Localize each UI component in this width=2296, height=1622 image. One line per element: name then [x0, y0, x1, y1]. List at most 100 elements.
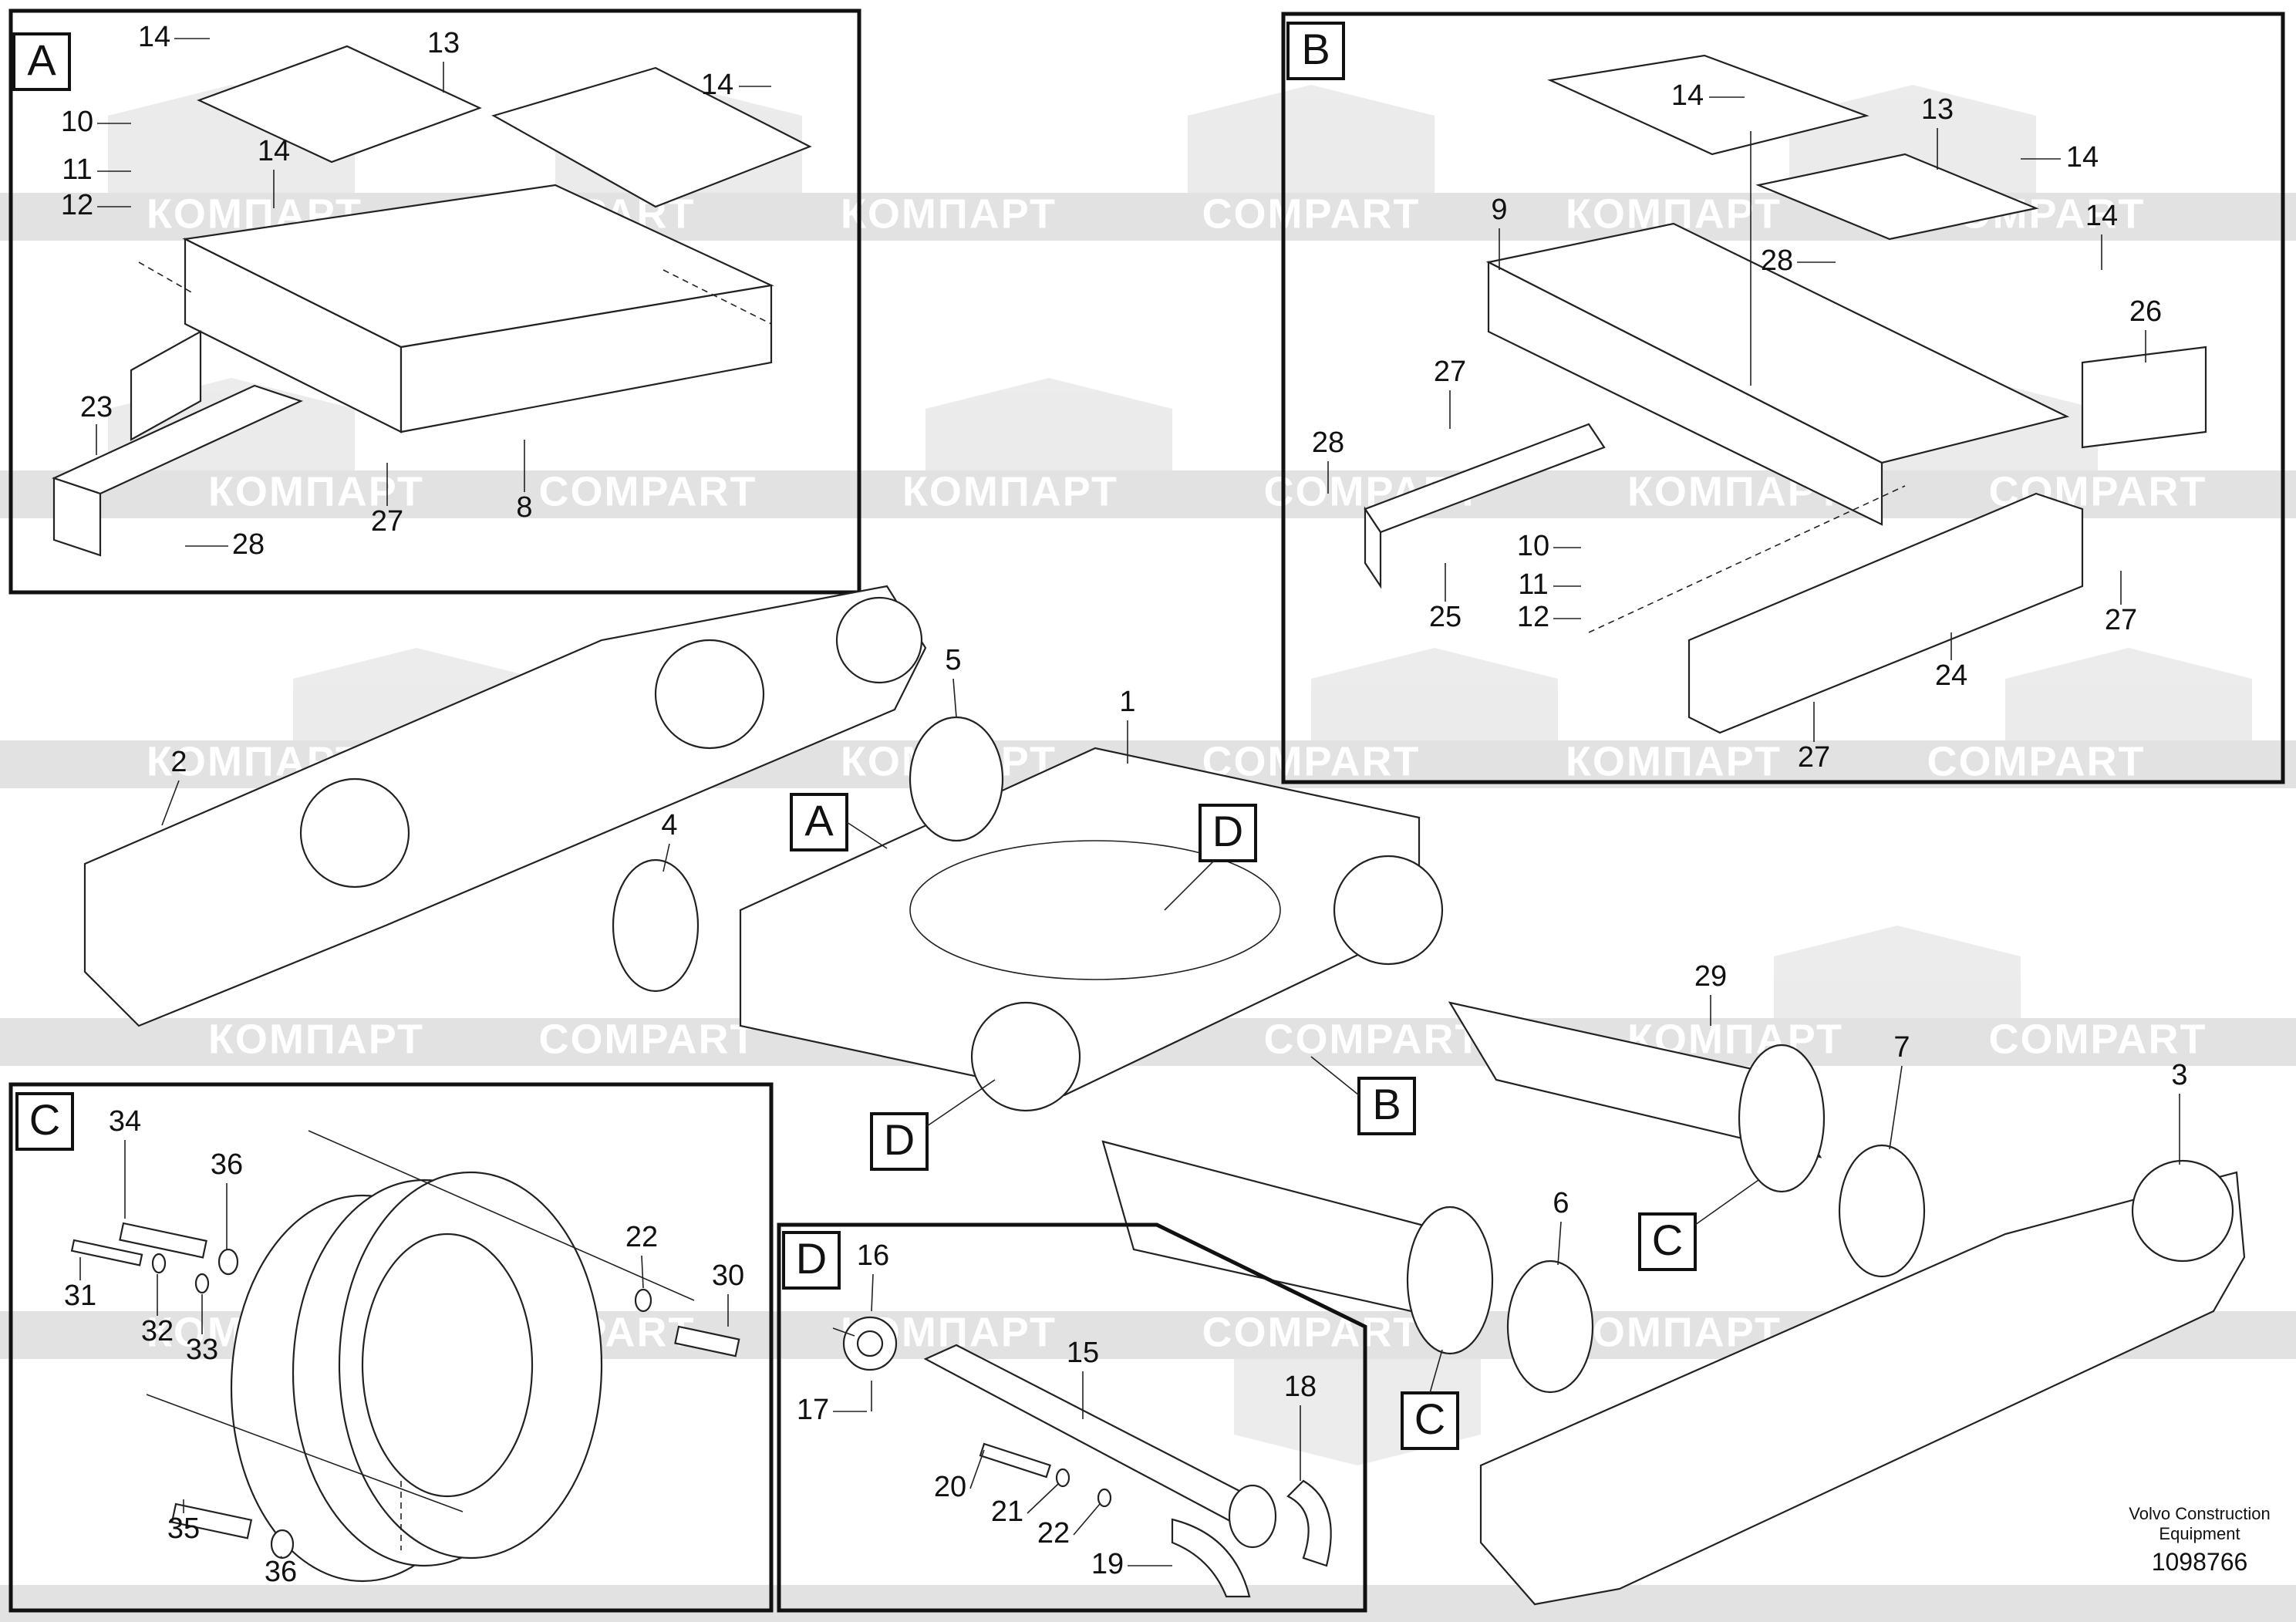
callout-c-lower: C — [1414, 1394, 1445, 1443]
label-main-1: 1 — [1119, 686, 1135, 718]
label-a-14b: 14 — [701, 69, 733, 101]
washer-22 — [634, 1288, 652, 1313]
watermark-word: COMPART — [1927, 738, 2146, 784]
cover-plate-right — [491, 66, 812, 208]
panel-c: C 34 36 31 32 33 22 30 — [8, 1082, 774, 1613]
clamp-18 — [1286, 1479, 1332, 1567]
bracket-left — [130, 330, 202, 441]
panel-c-labels: 34 36 31 32 33 22 30 35 36 — [64, 1105, 744, 1588]
label-d-22: 22 — [1037, 1517, 1070, 1549]
panel-b-leaders — [1327, 96, 2146, 742]
watermark-word: КОМПАРТ — [902, 468, 1118, 514]
drum-bore — [361, 1233, 534, 1498]
ring-7 — [1838, 1144, 1926, 1278]
label-c-34: 34 — [109, 1105, 141, 1138]
panel-c-tag-box — [15, 1092, 74, 1151]
footer: Volvo Construction Equipment 1098766 — [2129, 1504, 2270, 1576]
callout-b-box — [1357, 1077, 1416, 1135]
label-main-5: 5 — [945, 644, 961, 676]
label-c-36a: 36 — [211, 1148, 243, 1181]
label-a-11: 11 — [62, 153, 92, 186]
label-b-27c: 27 — [1798, 741, 1830, 774]
label-b-11: 11 — [1518, 568, 1548, 601]
bolt-20 — [979, 1442, 1051, 1479]
panel-c-frame — [8, 1082, 774, 1613]
watermark-word: КОМПАРТ — [1566, 1309, 1782, 1355]
watermark-word: COMPART — [1202, 738, 1421, 784]
label-a-28: 28 — [232, 528, 265, 561]
side-frame-3-ring — [2131, 1159, 2234, 1263]
cover-14-plate — [1547, 54, 1870, 156]
panel-b-tag: B — [1301, 25, 1330, 73]
label-b-26: 26 — [2129, 295, 2162, 328]
panel-b-labels: 14 13 14 9 14 28 26 27 28 10 11 12 25 27… — [1312, 79, 2162, 774]
panel-c-tag: C — [29, 1095, 60, 1144]
panel-b: B 14 13 14 9 14 28 26 27 28 10 11 12 — [1281, 12, 2285, 784]
label-main-7: 7 — [1893, 1031, 1910, 1064]
plate-23-front — [52, 477, 102, 557]
label-b-12: 12 — [1517, 601, 1549, 633]
callout-b: B — [1372, 1080, 1401, 1128]
ring-5 — [909, 716, 1004, 842]
panel-d-tag-box — [782, 1231, 841, 1290]
caption-line-1: Volvo Construction — [2129, 1504, 2270, 1523]
watermark-word: COMPART — [539, 1016, 757, 1062]
callout-d-bottom: D — [884, 1115, 915, 1164]
label-c-32: 32 — [141, 1315, 174, 1347]
label-b-25: 25 — [1429, 601, 1462, 633]
callout-a: A — [804, 796, 834, 845]
watermark-word: КОМПАРТ — [1566, 738, 1782, 784]
label-b-14b: 14 — [2066, 141, 2099, 174]
callout-d-top-box — [1199, 804, 1257, 862]
label-d-19: 19 — [1091, 1548, 1124, 1580]
washer-32 — [151, 1253, 167, 1274]
panel-a-dash-2 — [663, 269, 772, 325]
label-b-14a: 14 — [1671, 79, 1704, 112]
main-labels: 5 1 2 4 29 7 3 6 — [170, 644, 2187, 1219]
panel-a-tag: A — [27, 35, 56, 84]
bolt-31 — [70, 1239, 143, 1266]
panel-c-leaders — [79, 1140, 729, 1559]
pin-15-end — [1228, 1484, 1277, 1549]
bolt-35 — [170, 1502, 253, 1539]
washer-22d — [1097, 1488, 1112, 1508]
watermark-word: COMPART — [1989, 1016, 2207, 1062]
center-frame-bore-left — [970, 1001, 1081, 1112]
label-c-31: 31 — [64, 1280, 96, 1312]
label-d-17: 17 — [797, 1394, 829, 1426]
label-a-14c: 14 — [258, 135, 290, 167]
panel-a-leaders — [96, 38, 771, 547]
panel-a: A 14 13 14 10 11 12 14 23 27 28 8 — [8, 8, 861, 595]
doc-number: 1098766 — [2152, 1548, 2248, 1576]
panel-d-parts — [832, 1316, 1332, 1598]
tube-upper-29 — [1448, 1001, 1822, 1158]
pin-15 — [923, 1344, 1266, 1529]
label-b-27b: 27 — [2105, 604, 2137, 636]
label-b-13: 13 — [1921, 93, 1954, 126]
label-a-23: 23 — [80, 391, 113, 423]
label-a-8: 8 — [516, 491, 532, 524]
bolt-34 — [119, 1222, 207, 1259]
washer-36a — [217, 1248, 239, 1276]
bushing-16-bore — [856, 1330, 884, 1357]
ring-4 — [612, 858, 700, 993]
callout-c-right-box — [1638, 1212, 1697, 1271]
label-b-27a: 27 — [1434, 356, 1466, 388]
label-b-9: 9 — [1491, 194, 1507, 226]
panel-b-frame — [1281, 12, 2285, 784]
panel-a-parts — [52, 45, 812, 557]
callout-d-bottom-box — [870, 1112, 929, 1171]
label-c-30: 30 — [712, 1259, 744, 1292]
plate-24 — [1687, 492, 2084, 734]
label-a-14a: 14 — [138, 21, 170, 53]
label-b-14c: 14 — [2085, 200, 2118, 232]
label-a-27: 27 — [371, 505, 403, 538]
panel-a-tag-box — [12, 32, 71, 91]
label-main-29: 29 — [1694, 960, 1727, 993]
swing-ring — [909, 840, 1281, 980]
label-c-33: 33 — [186, 1334, 218, 1366]
center-frame-bore-right — [1333, 855, 1444, 966]
washer-33 — [194, 1273, 210, 1294]
ring-6 — [1506, 1259, 1594, 1394]
